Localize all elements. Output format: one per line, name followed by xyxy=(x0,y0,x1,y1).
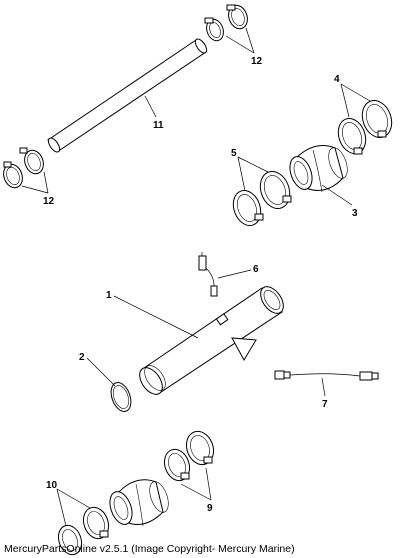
pipe-part-1[interactable] xyxy=(135,283,288,399)
callout-2: 2 xyxy=(79,352,85,363)
clamp-part-4-a[interactable] xyxy=(334,115,371,158)
callout-6: 6 xyxy=(253,264,259,275)
callout-11: 11 xyxy=(153,120,164,131)
callout-7: 7 xyxy=(322,399,328,410)
coupler-bottom[interactable] xyxy=(106,479,172,527)
clamp-part-10-a[interactable] xyxy=(55,522,86,558)
coupler-part-3[interactable] xyxy=(286,145,351,193)
clamp-part-4-b[interactable] xyxy=(357,96,396,141)
clamp-part-5-b[interactable] xyxy=(255,167,294,212)
clamp-part-12-left-a[interactable] xyxy=(0,161,25,191)
tube-part-11[interactable] xyxy=(46,37,209,154)
callout-12-top: 12 xyxy=(251,56,263,67)
callout-4: 4 xyxy=(334,74,340,85)
callout-3: 3 xyxy=(352,208,358,219)
clamp-part-12-top-a[interactable] xyxy=(204,17,227,43)
o-ring-part-2[interactable] xyxy=(107,380,134,414)
callout-9: 9 xyxy=(207,503,213,514)
clamp-part-9-b[interactable] xyxy=(182,428,218,469)
copyright-footer: MercuryPartsOnline v2.5.1 (Image Copyrig… xyxy=(4,543,295,555)
callout-1: 1 xyxy=(106,290,112,301)
harness-part-7[interactable] xyxy=(274,370,379,381)
sensor-part-6[interactable] xyxy=(198,252,218,297)
leader-lines xyxy=(21,27,371,527)
clamp-part-12-top-b[interactable] xyxy=(225,3,250,32)
callout-10: 10 xyxy=(46,480,58,491)
callout-5: 5 xyxy=(231,148,237,159)
clamp-part-9-a[interactable] xyxy=(160,446,193,484)
callout-12-left: 12 xyxy=(43,196,55,207)
clamp-part-12-left-b[interactable] xyxy=(19,147,47,177)
clamp-part-5-a[interactable] xyxy=(229,187,266,230)
clamp-part-10-b[interactable] xyxy=(79,504,112,542)
